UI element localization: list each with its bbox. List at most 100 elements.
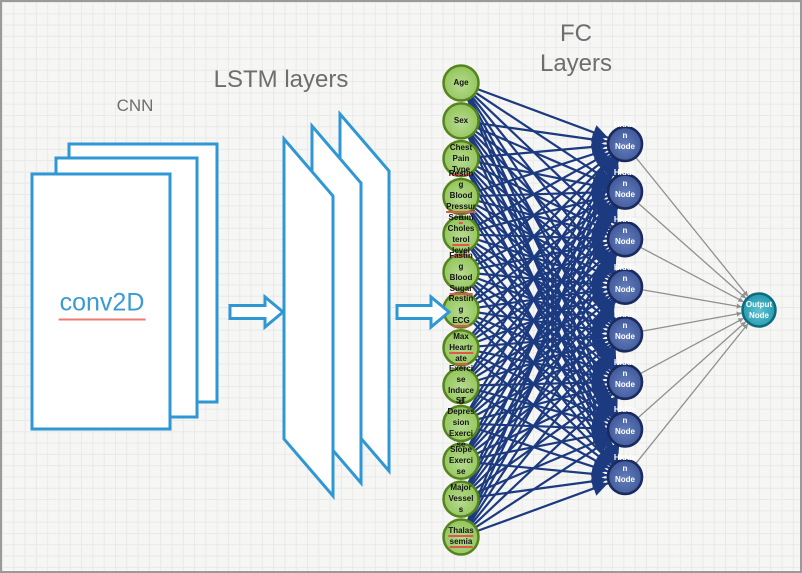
hidden-node <box>606 411 644 448</box>
node-label-input: Major <box>450 483 472 493</box>
hidden-node <box>606 173 644 210</box>
edge-input-hidden <box>469 253 617 485</box>
edge-input-hidden <box>477 435 609 494</box>
node-label-input: Fastin <box>449 250 473 260</box>
node-label-input: Vessel <box>448 494 474 504</box>
edge-hidden-output <box>637 202 747 299</box>
node-label-input: Type <box>451 164 471 176</box>
edge-input-hidden <box>467 207 619 522</box>
input-node <box>442 139 480 178</box>
node-label-output: Node <box>749 310 769 320</box>
node-label-input: g <box>458 261 464 271</box>
node-label-input: e <box>458 213 464 225</box>
input-node <box>442 177 480 216</box>
node-label-input: ST <box>455 396 467 406</box>
node-label-output: Output <box>745 299 773 309</box>
edge-input-hidden <box>478 473 608 498</box>
edge-input-hidden <box>473 203 613 337</box>
edge-input-hidden <box>469 301 617 523</box>
node-label-input: Choles <box>447 223 475 233</box>
output-node <box>741 292 777 328</box>
edge-input-hidden <box>468 159 618 446</box>
edge-input-hidden <box>469 158 617 409</box>
edge-input-hidden <box>470 158 616 372</box>
cnn-layer-rect <box>30 172 172 431</box>
node-label-input: Serum <box>448 212 474 222</box>
node-label-input: Slope <box>450 445 472 455</box>
node-label-input: Restin <box>448 293 474 303</box>
edge-input-hidden <box>476 165 610 233</box>
edge-input-hidden <box>472 251 614 411</box>
edge-input-hidden <box>475 438 611 529</box>
edge-input-hidden <box>468 206 618 484</box>
node-label-hidden: Hidde <box>613 167 637 177</box>
input-node <box>442 215 480 254</box>
fc-title-line1: FC <box>559 20 592 47</box>
input-node <box>442 329 480 367</box>
input-node <box>442 102 480 140</box>
edge-input-hidden <box>471 157 615 335</box>
lstm-sheet <box>282 134 335 501</box>
edge-input-hidden <box>471 347 615 524</box>
hidden-node <box>606 220 644 258</box>
input-node <box>442 480 480 518</box>
edge-hidden-output <box>637 321 747 419</box>
node-label-input: semia <box>449 537 473 549</box>
node-label-hidden: n <box>622 368 628 378</box>
edge-input-hidden <box>474 154 612 262</box>
fc-title-line2: Layers <box>539 50 613 77</box>
fc-title: FC Layers <box>540 19 612 79</box>
hidden-node <box>606 125 644 163</box>
node-label-input: se <box>456 440 466 450</box>
edge-hidden-output <box>635 323 749 464</box>
node-label-hidden: Node <box>615 237 635 247</box>
node-label-input: Exerci <box>448 456 474 466</box>
node-label-input: level <box>452 245 470 257</box>
node-label-input: Induce <box>448 386 474 396</box>
lstm-title: LSTM layers <box>213 66 349 93</box>
node-label-hidden: Hidde <box>613 215 637 225</box>
node-label-input: Heartr <box>449 342 473 354</box>
node-label-hidden: Node <box>615 379 635 389</box>
node-label-hidden: n <box>622 226 628 236</box>
node-label-input: Age <box>453 78 469 87</box>
node-label-input: Chest <box>449 142 473 152</box>
node-label-hidden: n <box>622 321 628 331</box>
node-label-input: ate <box>455 353 467 365</box>
edge-input-hidden <box>477 88 609 140</box>
edge-input-hidden <box>476 204 610 279</box>
node-label-input: se <box>456 467 466 477</box>
node-label-input: s <box>458 505 464 515</box>
node-label-input: Blood <box>449 272 473 282</box>
node-label-input: Max <box>453 331 469 341</box>
node-label-hidden: Node <box>615 332 635 342</box>
edge-input-hidden <box>472 156 614 298</box>
node-label-hidden: Hidde <box>613 120 637 129</box>
node-label-input: d <box>458 397 464 407</box>
edge-input-hidden <box>467 159 619 484</box>
edge-input-hidden <box>478 139 608 159</box>
edge-input-hidden <box>466 160 620 521</box>
edge-hidden-output <box>640 246 744 303</box>
node-label-hidden: n <box>622 463 628 473</box>
node-label-input: Sex <box>453 115 469 125</box>
edge-input-hidden <box>474 168 612 277</box>
node-label-hidden: n <box>622 178 628 188</box>
node-label-hidden: Node <box>615 142 635 151</box>
node-label-hidden: Hidde <box>613 262 637 272</box>
edge-input-hidden <box>476 393 610 470</box>
hidden-node <box>606 363 644 401</box>
edge-input-hidden <box>474 130 612 230</box>
node-label-input: g <box>458 180 464 190</box>
node-label-hidden: Hidde <box>613 310 637 320</box>
input-node <box>442 404 480 443</box>
edge-input-hidden <box>474 344 612 452</box>
cnn-title: CNN <box>116 96 154 115</box>
input-node <box>442 253 480 291</box>
node-label-input: g <box>458 304 464 314</box>
hidden-node <box>606 315 644 353</box>
edge-hidden-output <box>642 311 742 332</box>
node-label-input: Restin <box>448 169 474 179</box>
